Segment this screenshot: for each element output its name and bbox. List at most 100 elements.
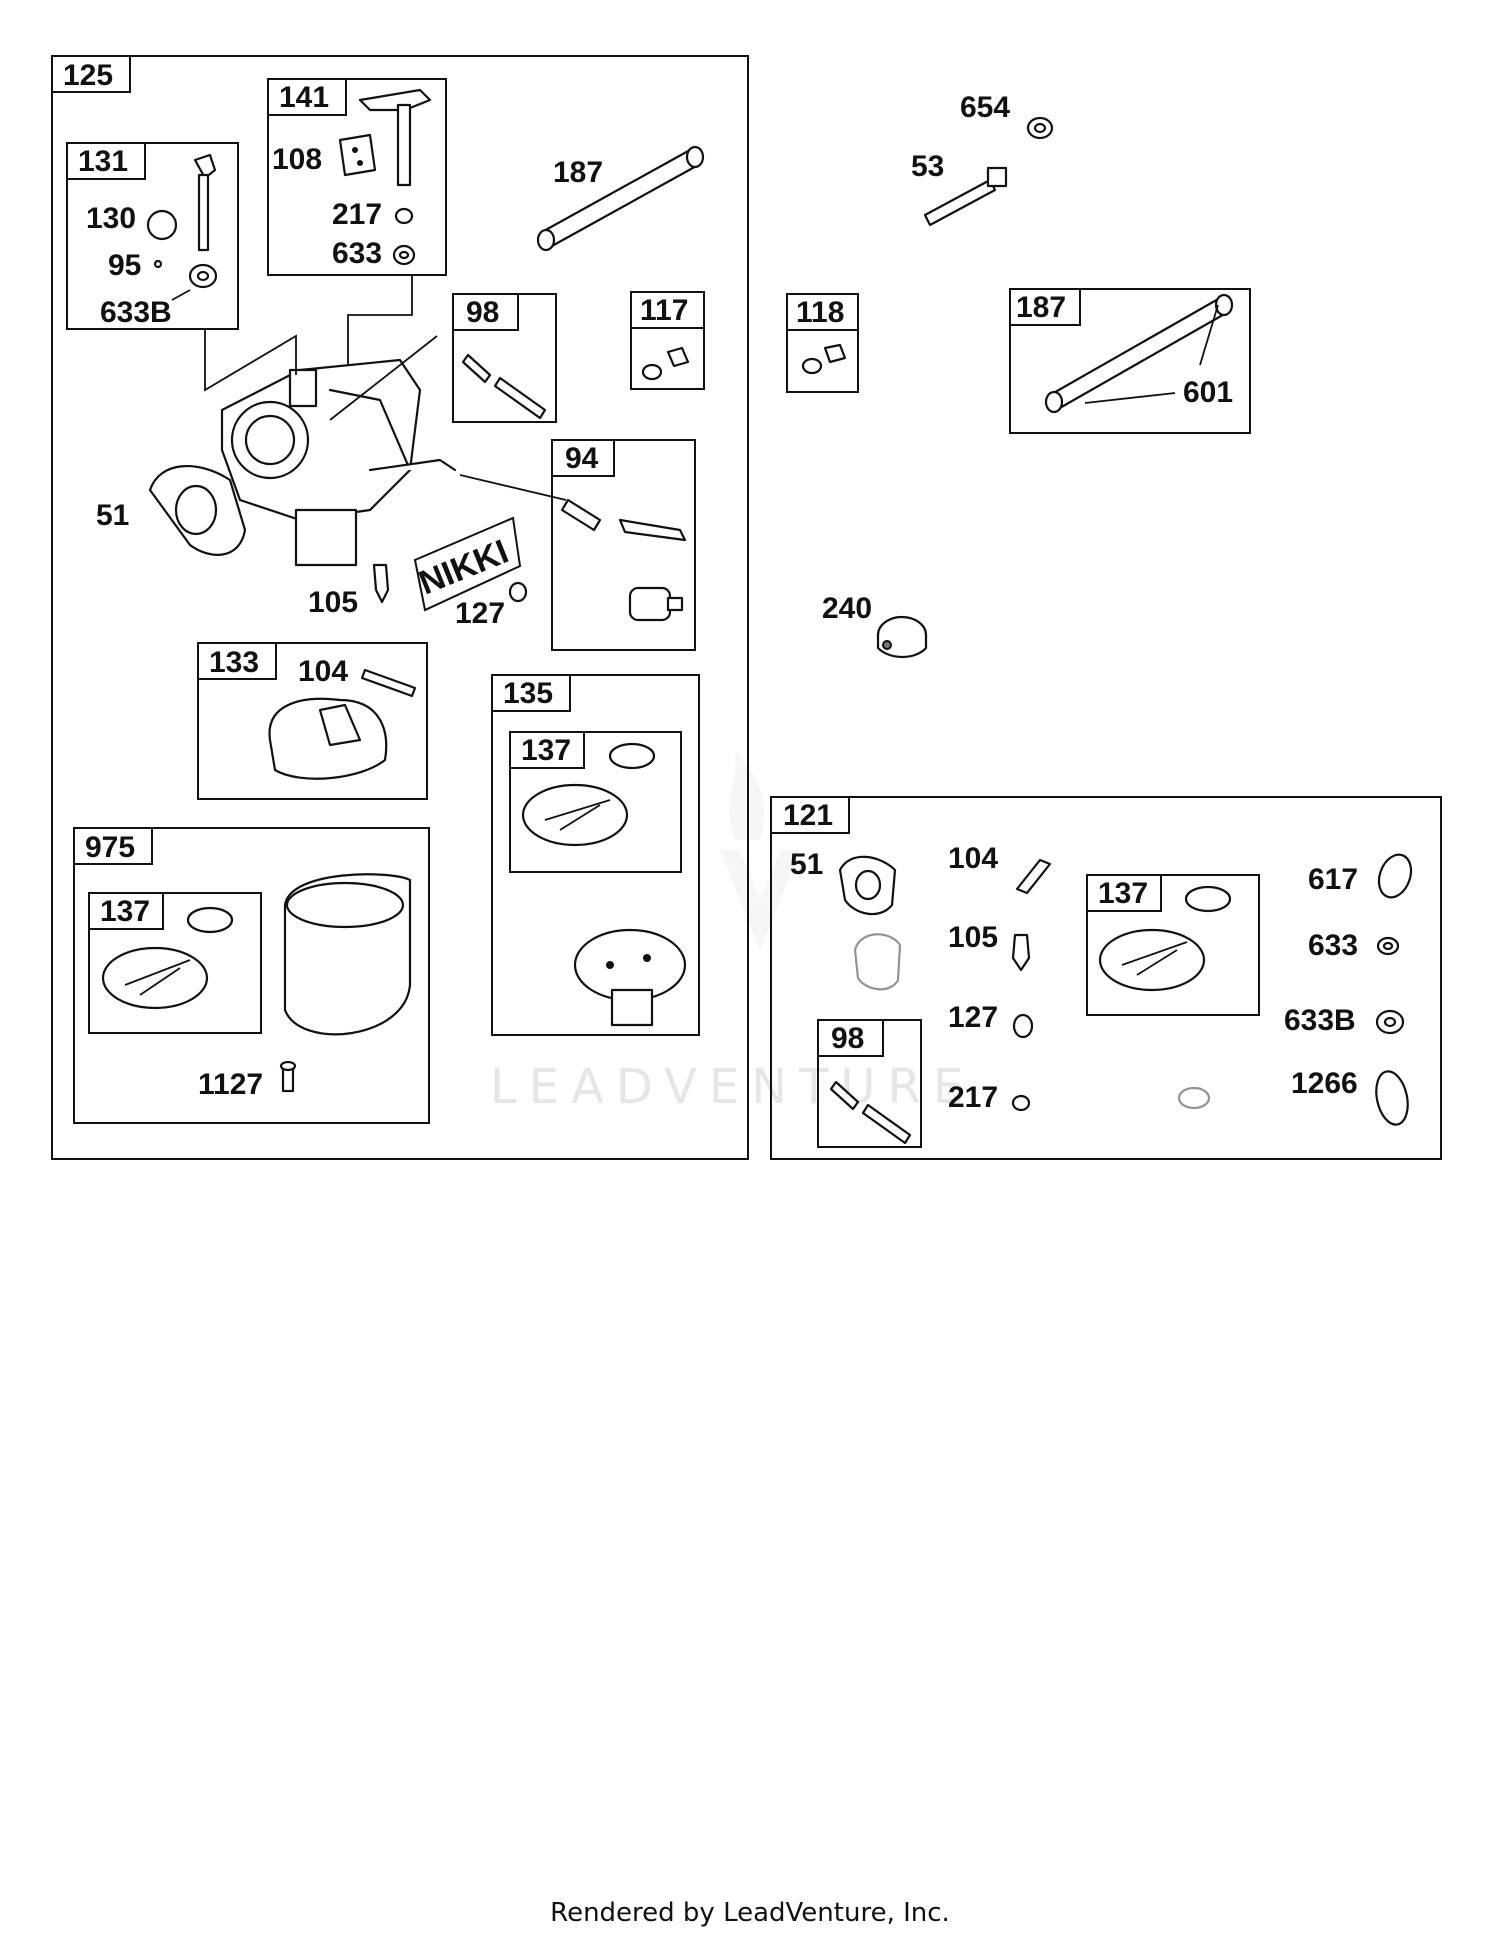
- watermark-text: LEADVENTURE: [490, 1059, 975, 1115]
- part-105-label: 105: [308, 586, 358, 619]
- fuel-pump-240-icon: [876, 615, 928, 659]
- clip-217-icon: [394, 207, 414, 225]
- kit-137-tag-b: 137: [100, 895, 150, 928]
- idle-screw-icon: [461, 353, 547, 420]
- leader-141: [347, 275, 413, 365]
- gasket-set-137b-icon: [101, 906, 234, 1010]
- kit-121-box: [770, 796, 1442, 1160]
- kit-94-tag-box: [551, 439, 615, 477]
- seal-633B-icon: [171, 263, 218, 301]
- kit-131-box: [66, 142, 239, 330]
- kit-121-tag-box: [770, 796, 850, 834]
- kit-187-tag: 187: [1016, 291, 1066, 324]
- kit-137-box-c: [1086, 874, 1260, 1016]
- bolt-1127-icon: [279, 1060, 297, 1093]
- gasket-set-137c-icon: [1098, 885, 1232, 992]
- stud-53-icon: [923, 166, 1008, 227]
- leader-601a: [1199, 304, 1219, 366]
- part-53-label: 53: [911, 150, 944, 183]
- kit-975-box: [73, 827, 430, 1124]
- part-654-label: 654: [960, 91, 1010, 124]
- needle-94-icon: [618, 518, 687, 542]
- fuel-bowl-icon: [283, 873, 412, 1036]
- part-633b-label: 633: [1308, 929, 1358, 962]
- kit-137-tag-a: 137: [521, 734, 571, 767]
- kit-187-tag-box: [1009, 288, 1081, 326]
- oring-617-icon: [1377, 853, 1413, 899]
- kit-141-tag-box: [267, 78, 347, 116]
- part-51-label: 51: [96, 499, 129, 532]
- part-240-label: 240: [822, 592, 872, 625]
- kit-131-tag: 131: [78, 145, 128, 178]
- part-51b-label: 51: [790, 848, 823, 881]
- kit-137-tag-box-b: [88, 892, 164, 930]
- kit-137-box-a: [509, 731, 682, 873]
- part-1266-label: 1266: [1291, 1067, 1358, 1100]
- screw-95-icon: [153, 259, 163, 269]
- part-95-label: 95: [108, 249, 141, 282]
- kit-98-tag-box: [452, 293, 519, 331]
- seal-127b-icon: [1012, 1013, 1034, 1039]
- kit-137-tag-box-c: [1086, 874, 1162, 912]
- gasket-51b-icon: [838, 855, 897, 916]
- kit-975-tag-box: [73, 827, 153, 865]
- kit-94-tag: 94: [565, 442, 599, 475]
- footer-credit: Rendered by LeadVenture, Inc.: [550, 1898, 950, 1928]
- watermark-logo: [720, 750, 800, 950]
- leader-131: [204, 329, 297, 392]
- pin-104b-icon: [1015, 858, 1052, 895]
- kit-98b-tag-box: [817, 1019, 884, 1057]
- choke-plate-icon: [338, 133, 377, 177]
- part-217b-label: 217: [948, 1081, 998, 1114]
- needle-105b-icon: [1011, 933, 1031, 972]
- part-633B-label: 633B: [100, 296, 172, 329]
- gasket-51-icon: [148, 464, 247, 556]
- pin-104-icon: [360, 668, 417, 698]
- kit-118-tag: 118: [796, 296, 844, 329]
- kit-118-tag-box: [786, 293, 859, 331]
- kit-121-tag: 121: [783, 799, 833, 832]
- clip-217b-icon: [1011, 1094, 1031, 1112]
- part-601-label: 601: [1183, 376, 1233, 409]
- kit-94-box: [551, 439, 696, 651]
- kit-133-tag-box: [197, 642, 277, 680]
- oring-1266-icon: [1375, 1070, 1409, 1126]
- jet-117-icon: [641, 346, 690, 381]
- kit-135-tag: 135: [503, 677, 553, 710]
- kit-117-tag-box: [630, 291, 705, 329]
- kit-141-box: [267, 78, 447, 276]
- fuel-line-187b-icon: [1044, 293, 1234, 414]
- kit-975-tag: 975: [85, 831, 135, 864]
- part-633Bb-label: 633B: [1284, 1004, 1356, 1037]
- part-187-label-a: 187: [553, 156, 603, 189]
- part-633-label: 633: [332, 237, 382, 270]
- part-617-label: 617: [1308, 863, 1358, 896]
- solenoid-icon: [628, 586, 684, 622]
- part-1127-label: 1127: [198, 1068, 263, 1101]
- spring-94-icon: [560, 498, 602, 532]
- nut-654-icon: [1026, 116, 1054, 140]
- kit-131-tag-box: [66, 142, 146, 180]
- seal-633Bb-icon: [1375, 1009, 1405, 1035]
- carburetor-body-icon: [220, 358, 457, 567]
- kit-137-box-b: [88, 892, 262, 1034]
- kit-137-tag-c: 137: [1098, 877, 1148, 910]
- part-104-label: 104: [298, 655, 348, 688]
- throttle-shaft-icon: [193, 153, 217, 252]
- kit-98-tag: 98: [466, 296, 499, 329]
- part-108-label: 108: [272, 143, 322, 176]
- kit-133-tag: 133: [209, 646, 259, 679]
- part-127b-label: 127: [948, 1001, 998, 1034]
- leader-94: [459, 474, 567, 501]
- kit-98b-tag: 98: [831, 1022, 864, 1055]
- float-icon: [268, 697, 388, 780]
- idle-screw-b-icon: [829, 1080, 912, 1145]
- part-105b-label: 105: [948, 921, 998, 954]
- seal-127-icon: [508, 581, 528, 603]
- jet-118-icon: [801, 343, 847, 375]
- kit-125-tag-box: [51, 55, 131, 93]
- kit-135-box: [491, 674, 700, 1036]
- leader-98: [329, 335, 438, 421]
- part-217-label: 217: [332, 198, 382, 231]
